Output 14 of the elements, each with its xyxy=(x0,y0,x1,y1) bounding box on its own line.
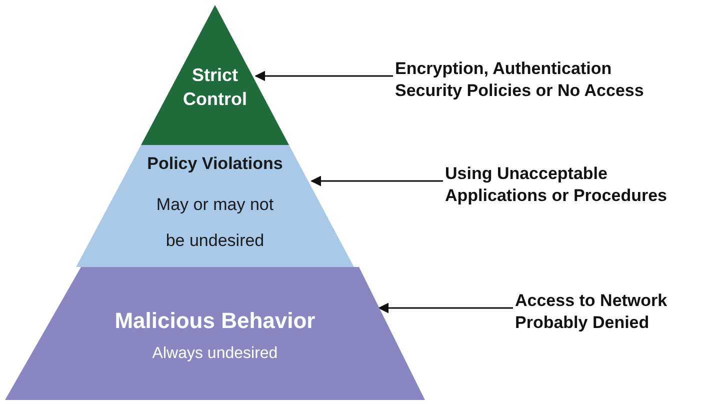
arrow xyxy=(254,70,393,82)
pyramid-middle-band xyxy=(76,145,354,267)
callout-text: Access to Network Probably Denied xyxy=(515,290,695,334)
pyramid-bottom-band xyxy=(5,267,425,400)
band-description: Always undesired xyxy=(151,344,279,364)
band-description: May or may not be undesired xyxy=(155,194,275,252)
callout-text: Encryption, Authentication Security Policies or No Access xyxy=(395,58,665,102)
arrow xyxy=(378,302,513,314)
arrow xyxy=(310,176,443,186)
band-title: Strict Control xyxy=(182,64,248,111)
band-title: Malicious Behavior xyxy=(114,307,316,335)
pyramid-top-band xyxy=(141,5,289,145)
callout-text: Using Unacceptable Applications or Procedures xyxy=(445,163,695,207)
band-title: Policy Violations xyxy=(146,153,284,175)
